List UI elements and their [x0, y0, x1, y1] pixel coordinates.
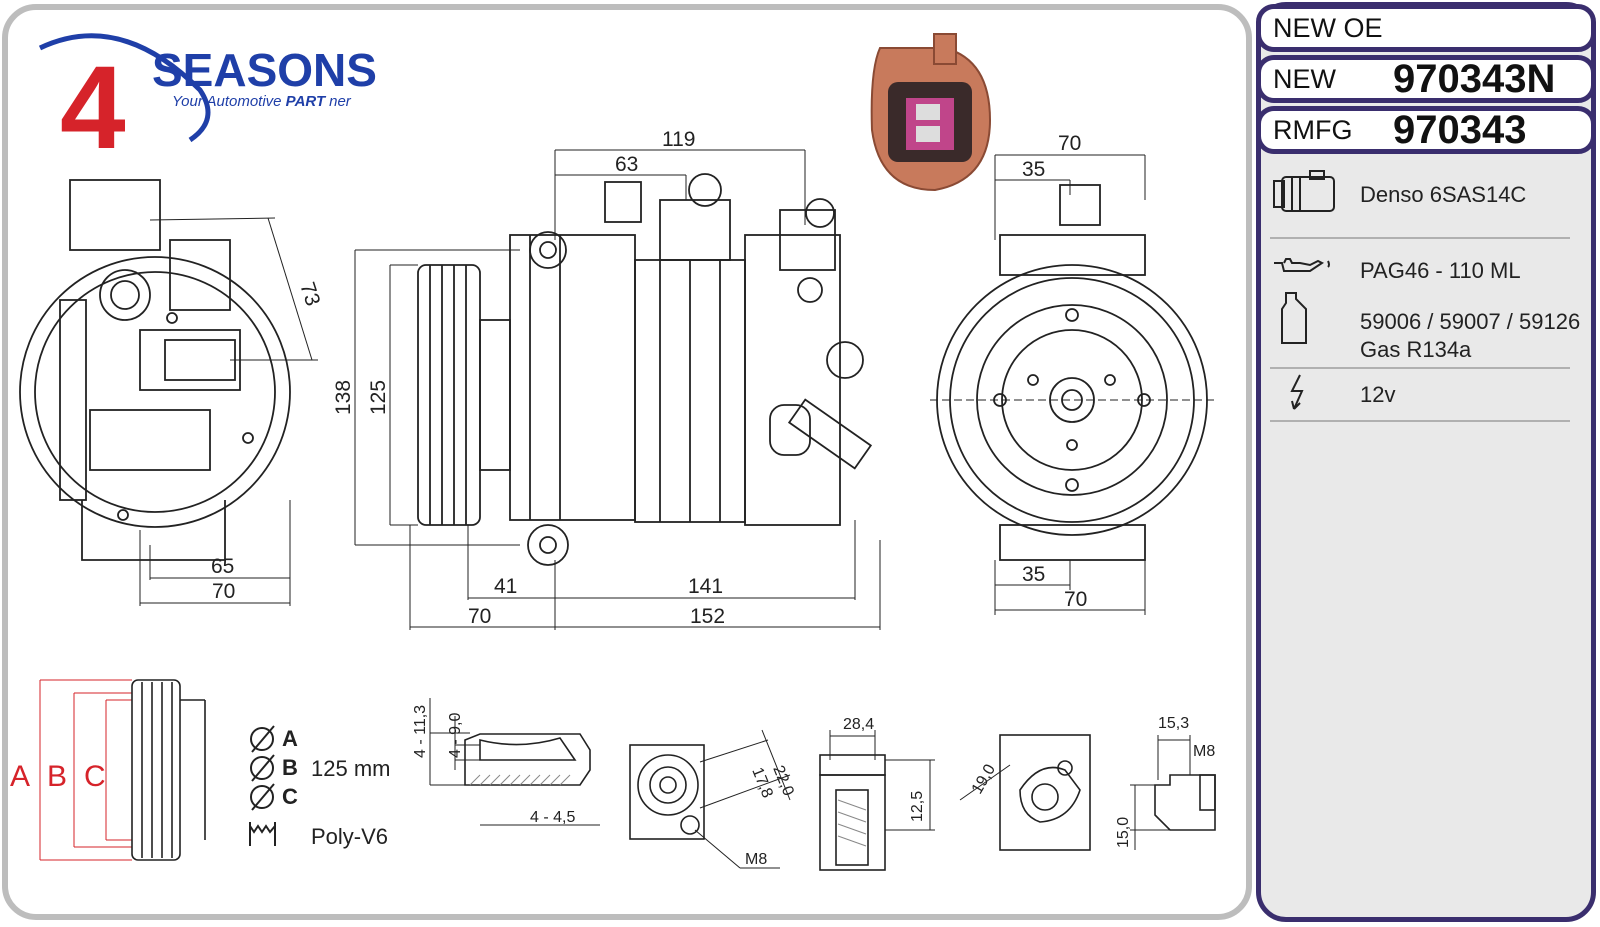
diameter-c: C — [282, 784, 298, 809]
electrical-connector-image — [870, 33, 992, 192]
dim-rear-73: 73 — [295, 279, 324, 308]
flange-dim-2: 4 - 9,0 — [447, 713, 464, 758]
front-view-dim-labels: 70 35 35 70 — [1022, 132, 1087, 611]
oil-can-icon — [1274, 258, 1330, 272]
dim-rear-70: 70 — [212, 580, 235, 603]
dim-front-70-bottom: 70 — [1064, 588, 1087, 611]
dim-side-119: 119 — [662, 128, 695, 151]
port2-dim-2: 12,5 — [909, 791, 926, 822]
diameter-a: A — [282, 726, 298, 751]
port1-thread: M8 — [745, 851, 767, 868]
spec-refrigerant-gas: Gas R134a — [1360, 337, 1472, 362]
port-detail-3: 19,0 — [959, 734, 1091, 851]
rmfg-code-value: 970343 — [1393, 107, 1527, 152]
port4-dim-1: 15,3 — [1158, 715, 1189, 732]
compressor-icon — [1273, 170, 1335, 212]
spec-refrigerant-codes: 59006 / 59007 / 59126 — [1360, 309, 1581, 334]
side-view-dimensions — [354, 149, 881, 630]
rear-view-dimensions: 65 70 73 — [139, 279, 324, 606]
poly-v-belt-icon — [249, 822, 276, 846]
flange-dim-1: 4 - 11,3 — [412, 705, 429, 758]
new-oe-box: NEW OE — [1256, 4, 1596, 52]
pulley-diameter-value: 125 mm — [311, 756, 390, 781]
diameter-b: B — [282, 755, 298, 780]
pulley-detail: A B C — [10, 679, 206, 861]
port2-dim-1: 28,4 — [843, 716, 874, 733]
flange-dim-3: 4 - 4,5 — [530, 809, 575, 826]
rmfg-label: RMFG — [1273, 114, 1353, 145]
lightning-icon — [1290, 374, 1304, 410]
port-detail-2: 28,4 12,5 — [819, 716, 935, 871]
brand-number: 4 — [60, 42, 126, 174]
side-view-dim-labels: 119 63 138 125 41 141 70 152 — [332, 128, 725, 628]
pulley-label-a: A — [10, 760, 30, 793]
new-code-value: 970343N — [1393, 56, 1556, 101]
side-view-drawing — [417, 173, 873, 566]
front-view-dimensions — [994, 154, 1146, 615]
dim-side-41: 41 — [494, 575, 517, 598]
flange-detail: 4 - 11,3 4 - 9,0 4 - 4,5 — [412, 698, 600, 826]
dim-side-141: 141 — [688, 575, 723, 598]
dim-side-125: 125 — [367, 380, 390, 415]
new-label: NEW — [1273, 63, 1336, 94]
spec-compressor: Denso 6SAS14C — [1360, 182, 1527, 207]
port-detail-1: 22,0 17,8 M8 — [629, 729, 797, 869]
belt-type: Poly-V6 — [311, 824, 388, 849]
dim-side-63: 63 — [615, 153, 638, 176]
port-detail-4: 15,3 M8 15,0 — [1115, 715, 1216, 850]
rear-view-drawing — [19, 179, 318, 561]
diameter-legend: A B C 125 mm Poly-V6 — [249, 725, 390, 849]
spec-oil: PAG46 - 110 ML — [1360, 258, 1521, 283]
rmfg-code-box: RMFG 970343 — [1256, 106, 1596, 154]
dim-front-35-bottom: 35 — [1022, 563, 1045, 586]
diameter-icon — [250, 725, 275, 811]
spec-voltage: 12v — [1360, 382, 1396, 407]
port4-thread: M8 — [1193, 743, 1215, 760]
dim-side-138: 138 — [332, 380, 355, 415]
port4-dim-2: 15,0 — [1115, 817, 1132, 848]
new-oe-label: NEW OE — [1273, 12, 1383, 43]
brand-name: SEASONS — [152, 44, 377, 96]
dim-side-70: 70 — [468, 605, 491, 628]
new-code-box: NEW 970343N — [1256, 55, 1596, 103]
refrigerant-bottle-icon — [1281, 292, 1307, 344]
pulley-label-c: C — [84, 760, 106, 793]
spec-icons — [1270, 170, 1570, 422]
port3-dim-1: 19,0 — [969, 761, 999, 797]
dim-side-152: 152 — [690, 605, 725, 628]
dim-rear-65: 65 — [211, 555, 234, 578]
specs-panel — [1256, 2, 1596, 922]
dim-front-35-top: 35 — [1022, 158, 1045, 181]
front-view-drawing — [930, 184, 1215, 561]
dim-front-70-top: 70 — [1058, 132, 1081, 155]
pulley-label-b: B — [47, 760, 67, 793]
